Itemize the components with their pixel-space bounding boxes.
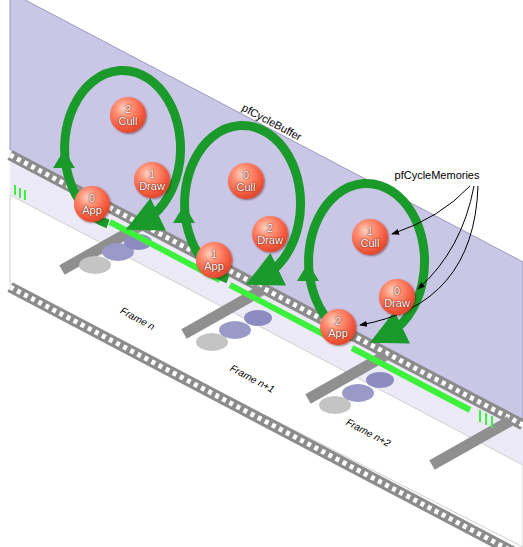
stage-label: 0 Cull xyxy=(237,169,256,193)
stage-label: 1 App xyxy=(204,248,224,272)
loop-arrowheads xyxy=(53,150,319,281)
stage-label: 0 App xyxy=(82,192,102,216)
film-area xyxy=(10,195,523,547)
stage-label: 2 Cull xyxy=(119,103,138,127)
cycle-memory-sphere: 0 App xyxy=(74,186,110,222)
film-perforations xyxy=(10,155,523,547)
stage-label: 2 Draw xyxy=(257,222,283,246)
structure-label: pfCycleMemories xyxy=(395,169,480,181)
stage-label: 1 Draw xyxy=(139,168,165,192)
shadow-ovals xyxy=(79,234,394,414)
cycle-memory-sphere: 2 App xyxy=(320,309,356,345)
cycle-memory-sphere: 1 App xyxy=(196,242,232,278)
cycle-memory-sphere: 1 Cull xyxy=(352,219,388,255)
cycle-loops xyxy=(65,71,425,337)
cycle-memory-sphere: 0 Cull xyxy=(228,163,264,199)
cycle-memory-sphere: 2 Cull xyxy=(110,97,146,133)
stage-label: 1 Cull xyxy=(361,225,380,249)
stage-label: 0 Draw xyxy=(384,285,410,309)
cycle-memory-sphere: 0 Draw xyxy=(379,279,415,315)
cycle-memory-sphere: 1 Draw xyxy=(134,162,170,198)
stage-label: 2 App xyxy=(328,315,348,339)
cycle-memory-sphere: 2 Draw xyxy=(252,216,288,252)
leader-lines xyxy=(360,186,478,325)
